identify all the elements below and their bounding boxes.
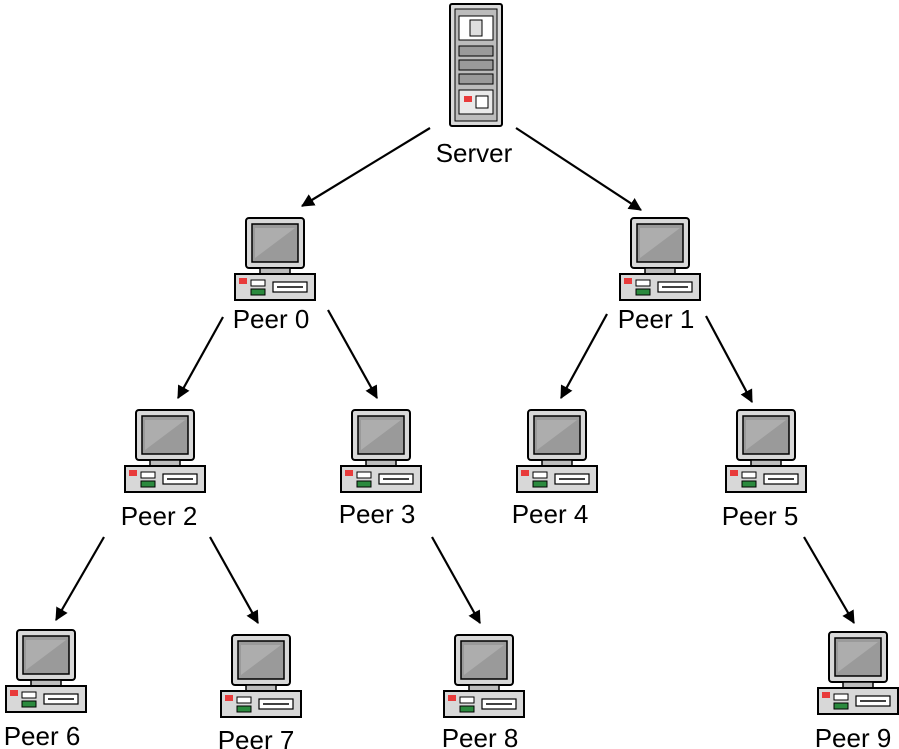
node-label-peer2: Peer 2 xyxy=(121,501,198,531)
computer-icon xyxy=(725,409,807,493)
arrow-peer1-to-peer5 xyxy=(705,315,753,403)
node-label-peer6: Peer 6 xyxy=(4,721,81,749)
node-label-peer8: Peer 8 xyxy=(442,723,519,749)
node-peer5: Peer 5 xyxy=(722,409,807,531)
node-server: Server xyxy=(436,3,513,168)
node-peer3: Peer 3 xyxy=(339,409,422,529)
node-peer8: Peer 8 xyxy=(442,634,525,749)
node-peer0: Peer 0 xyxy=(233,217,316,334)
computer-icon xyxy=(817,631,899,715)
computer-icon xyxy=(443,634,525,718)
arrow-peer1-to-peer4 xyxy=(560,313,608,399)
arrow-peer3-to-peer8 xyxy=(431,536,481,624)
computer-icon xyxy=(516,409,598,493)
arrow-server-to-peer1 xyxy=(515,127,642,211)
node-label-peer7: Peer 7 xyxy=(218,725,295,749)
computer-icon xyxy=(124,409,206,493)
node-peer9: Peer 9 xyxy=(815,631,899,749)
computer-icon xyxy=(220,634,302,718)
arrow-server-to-peer0 xyxy=(301,127,431,207)
arrow-peer5-to-peer9 xyxy=(803,536,855,624)
node-label-peer5: Peer 5 xyxy=(722,501,799,531)
node-peer7: Peer 7 xyxy=(218,634,302,749)
node-label-peer4: Peer 4 xyxy=(512,499,589,529)
node-label-peer1: Peer 1 xyxy=(618,304,695,334)
node-label-peer9: Peer 9 xyxy=(815,723,892,749)
computer-icon xyxy=(5,629,87,713)
computer-icon xyxy=(619,217,701,301)
server-icon xyxy=(449,3,503,127)
node-label-peer3: Peer 3 xyxy=(339,499,416,529)
computer-icon xyxy=(340,409,422,493)
arrow-peer0-to-peer3 xyxy=(327,309,378,399)
node-peer4: Peer 4 xyxy=(512,409,598,529)
node-label-peer0: Peer 0 xyxy=(233,304,310,334)
arrow-peer2-to-peer7 xyxy=(209,536,259,624)
computer-icon xyxy=(234,217,316,301)
node-peer2: Peer 2 xyxy=(121,409,206,531)
arrow-peer2-to-peer6 xyxy=(55,536,105,621)
arrow-peer0-to-peer2 xyxy=(177,316,224,399)
node-label-server: Server xyxy=(436,138,513,168)
node-peer1: Peer 1 xyxy=(618,217,701,334)
node-peer6: Peer 6 xyxy=(4,629,87,749)
edges-layer xyxy=(55,127,855,624)
